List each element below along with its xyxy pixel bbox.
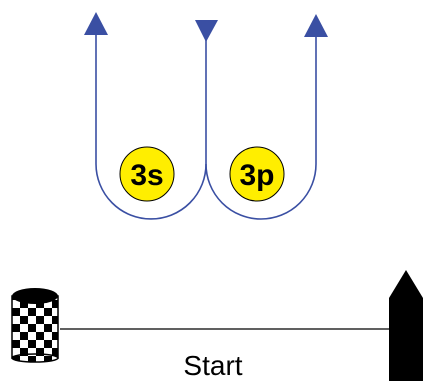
mark-3p-buoy bbox=[229, 146, 285, 202]
up-arrow-left-icon bbox=[84, 12, 108, 35]
start-label: Start bbox=[183, 350, 242, 381]
course-path bbox=[95, 30, 317, 220]
left-rounding-path bbox=[95, 30, 207, 220]
down-arrow-center-icon bbox=[195, 20, 218, 42]
right-rounding-path bbox=[205, 30, 317, 220]
committee-boat-icon bbox=[389, 270, 423, 381]
mark-3s-buoy bbox=[119, 146, 175, 202]
mark-3s: 3s bbox=[119, 146, 175, 202]
mark-3s-label: 3s bbox=[130, 159, 163, 192]
mark-3p-label: 3p bbox=[239, 159, 274, 192]
mark-3p: 3p bbox=[229, 146, 285, 202]
up-arrow-right-icon bbox=[304, 14, 328, 37]
checkered-buoy-icon bbox=[11, 288, 59, 363]
